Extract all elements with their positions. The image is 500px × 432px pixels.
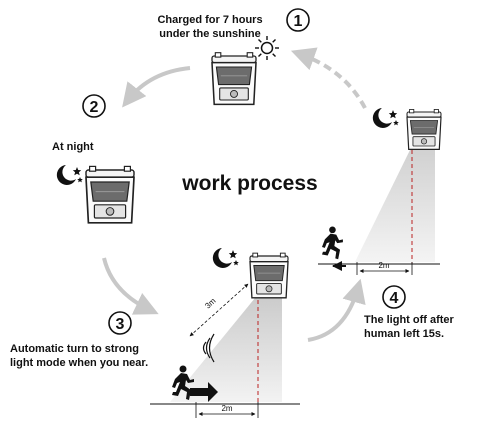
dimension-label: 2m (378, 261, 389, 270)
sun-icon (255, 36, 279, 60)
step-2: 2 At night (52, 94, 135, 224)
cycle-arrow-right-dashed (290, 47, 367, 109)
light-beam (170, 298, 282, 402)
diagram-title: work process (181, 172, 317, 195)
walk-direction-arrow (190, 382, 218, 402)
step-caption-line-1: The light off after (364, 314, 455, 326)
step-4: 2m 4 The light off after human left 15s. (318, 108, 455, 340)
light-beam (355, 150, 435, 262)
step-3: 3m 2m 3 Automatic turn to strong light m… (10, 248, 300, 418)
step-number: 4 (390, 290, 399, 307)
step-number: 3 (116, 316, 125, 333)
step-number-circle (382, 285, 406, 309)
cycle-arrow-top (122, 66, 191, 108)
step-number-circle (108, 311, 132, 335)
cycle-arrows (102, 47, 367, 342)
cycle-arrow-bottom (307, 278, 366, 342)
step-caption-line-2: under the sunshine (159, 28, 260, 40)
solar-light-icon (85, 165, 135, 224)
step-caption-line-1: At night (52, 141, 94, 153)
step-1: 1 Charged for 7 hours under the sunshine (157, 8, 310, 106)
person-walking-icon (322, 226, 343, 260)
solar-light-icon (249, 252, 289, 299)
moon-stars-icon (372, 108, 399, 128)
dimension-label: 2m (221, 404, 232, 413)
moon-stars-icon (56, 165, 83, 185)
step-caption-line-2: light mode when you near. (10, 357, 148, 369)
step-number-circle (82, 94, 106, 118)
step-caption-line-1: Charged for 7 hours (157, 14, 262, 26)
step-number: 2 (90, 99, 99, 116)
cycle-arrow-left (102, 257, 159, 315)
solar-light-icon (406, 108, 442, 150)
step-caption-line-1: Automatic turn to strong (10, 343, 139, 355)
solar-light-icon (211, 51, 257, 106)
step-caption-line-2: human left 15s. (364, 328, 444, 340)
dimension-label: 3m (203, 296, 218, 310)
diagonal-range-line (189, 283, 249, 337)
moon-stars-icon (212, 248, 239, 268)
motion-wave-icon (202, 333, 215, 363)
step-number: 1 (294, 13, 303, 30)
step-number-circle (286, 8, 310, 32)
